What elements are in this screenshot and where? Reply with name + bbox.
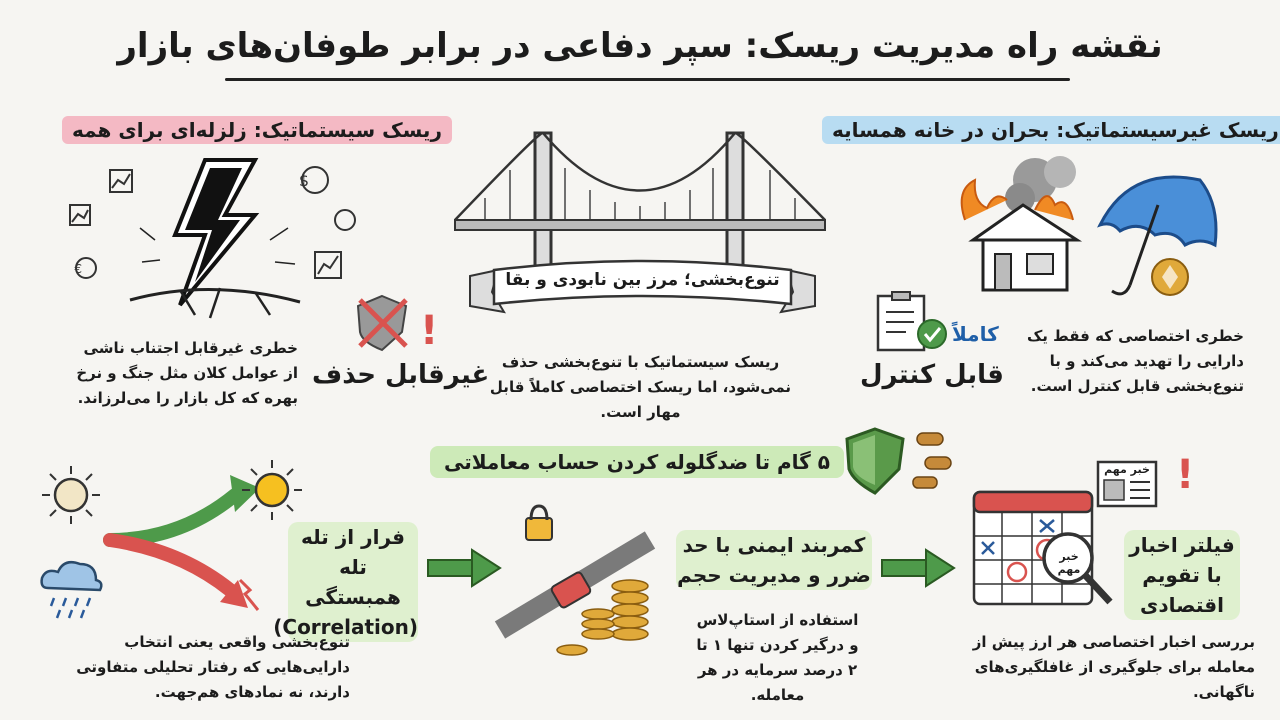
unsystematic-badge-top: کاملاً <box>952 322 999 346</box>
steps-heading: ۵ گام تا ضدگلوله کردن حساب معاملاتی <box>430 446 844 478</box>
correlation-step-label: فرار از تله تله همبستگی (Correlation) <box>273 522 418 642</box>
svg-text:$: $ <box>299 171 309 190</box>
seatbelt-description: استفاده از استاپ‌لاس و درگیر کردن تنها ۱… <box>696 611 859 704</box>
warning-exclamation-icon: ! <box>420 308 439 354</box>
news-step-label: فیلتر اخبار با تقویم اقتصادی <box>1124 530 1240 620</box>
unsystematic-description: خطری اختصاصی که فقط یک دارایی را تهدید م… <box>1026 327 1244 395</box>
lightning-earthquake-icon: € $ <box>69 158 356 319</box>
title-underline <box>225 78 1070 81</box>
systematic-description: خطری غیرقابل اجتناب ناشی از عوامل کلان م… <box>76 339 298 407</box>
ribbon-banner <box>469 259 816 314</box>
checklist-icon <box>876 291 947 352</box>
calendar-magnifier-icon <box>972 490 1113 606</box>
magnifier-tag: خبر مهم <box>1057 550 1081 576</box>
news-exclamation-icon: ! <box>1176 452 1195 498</box>
news-description: بررسی اخبار اختصاصی هر ارز پیش از معامله… <box>972 633 1255 701</box>
newspaper-icon <box>1096 460 1158 508</box>
flow-arrow-2 <box>881 548 956 588</box>
steps-heading-text: ۵ گام تا ضدگلوله کردن حساب معاملاتی <box>430 446 844 478</box>
weather-sun-cloud-icon <box>42 466 100 524</box>
diverging-arrows-icon <box>103 475 260 611</box>
seatbelt-coins-icon <box>494 504 656 656</box>
bright-sun-icon <box>242 460 302 520</box>
rain-cloud-icon <box>40 561 103 619</box>
seatbelt-step-label: کمربند ایمنی با حد ضرر و مدیریت حجم <box>676 530 872 590</box>
bridge-banner-text: تنوع‌بخشی؛ مرز بین نابودی و بقا <box>505 270 780 290</box>
shield-bullets-icon <box>845 427 952 495</box>
house-fire-icon <box>960 156 1083 292</box>
unsystematic-badge: قابل کنترل <box>860 360 1004 390</box>
suspension-bridge-icon <box>454 131 826 275</box>
correlation-step-text: فرار از تله تله همبستگی <box>300 525 405 609</box>
correlation-description: تنوع‌بخشی واقعی یعنی انتخاب دارایی‌هایی … <box>76 633 350 701</box>
flow-arrow-1 <box>427 548 502 588</box>
newspaper-tag: خبر مهم <box>1104 463 1150 476</box>
systematic-heading-text: ریسک سیستماتیک: زلزله‌ای برای همه <box>62 116 452 144</box>
correlation-step-english: (Correlation) <box>273 615 418 639</box>
systematic-badge: غیرقابل حذف <box>312 360 490 390</box>
broken-shield-icon <box>356 294 408 352</box>
unsystematic-heading-text: ریسک غیرسیستماتیک: بحران در خانه همسایه <box>822 116 1280 144</box>
systematic-heading: ریسک سیستماتیک: زلزله‌ای برای همه <box>62 116 452 144</box>
svg-text:€: € <box>74 262 82 276</box>
bridge-description: ریسک سیستماتیک با تنوع‌بخشی حذف نمی‌شود،… <box>489 353 792 421</box>
unsystematic-heading: ریسک غیرسیستماتیک: بحران در خانه همسایه <box>822 116 1280 144</box>
umbrella-coin-icon <box>1097 175 1218 296</box>
page-title: نقشه راه مدیریت ریسک: سپر دفاعی در برابر… <box>117 26 1163 66</box>
